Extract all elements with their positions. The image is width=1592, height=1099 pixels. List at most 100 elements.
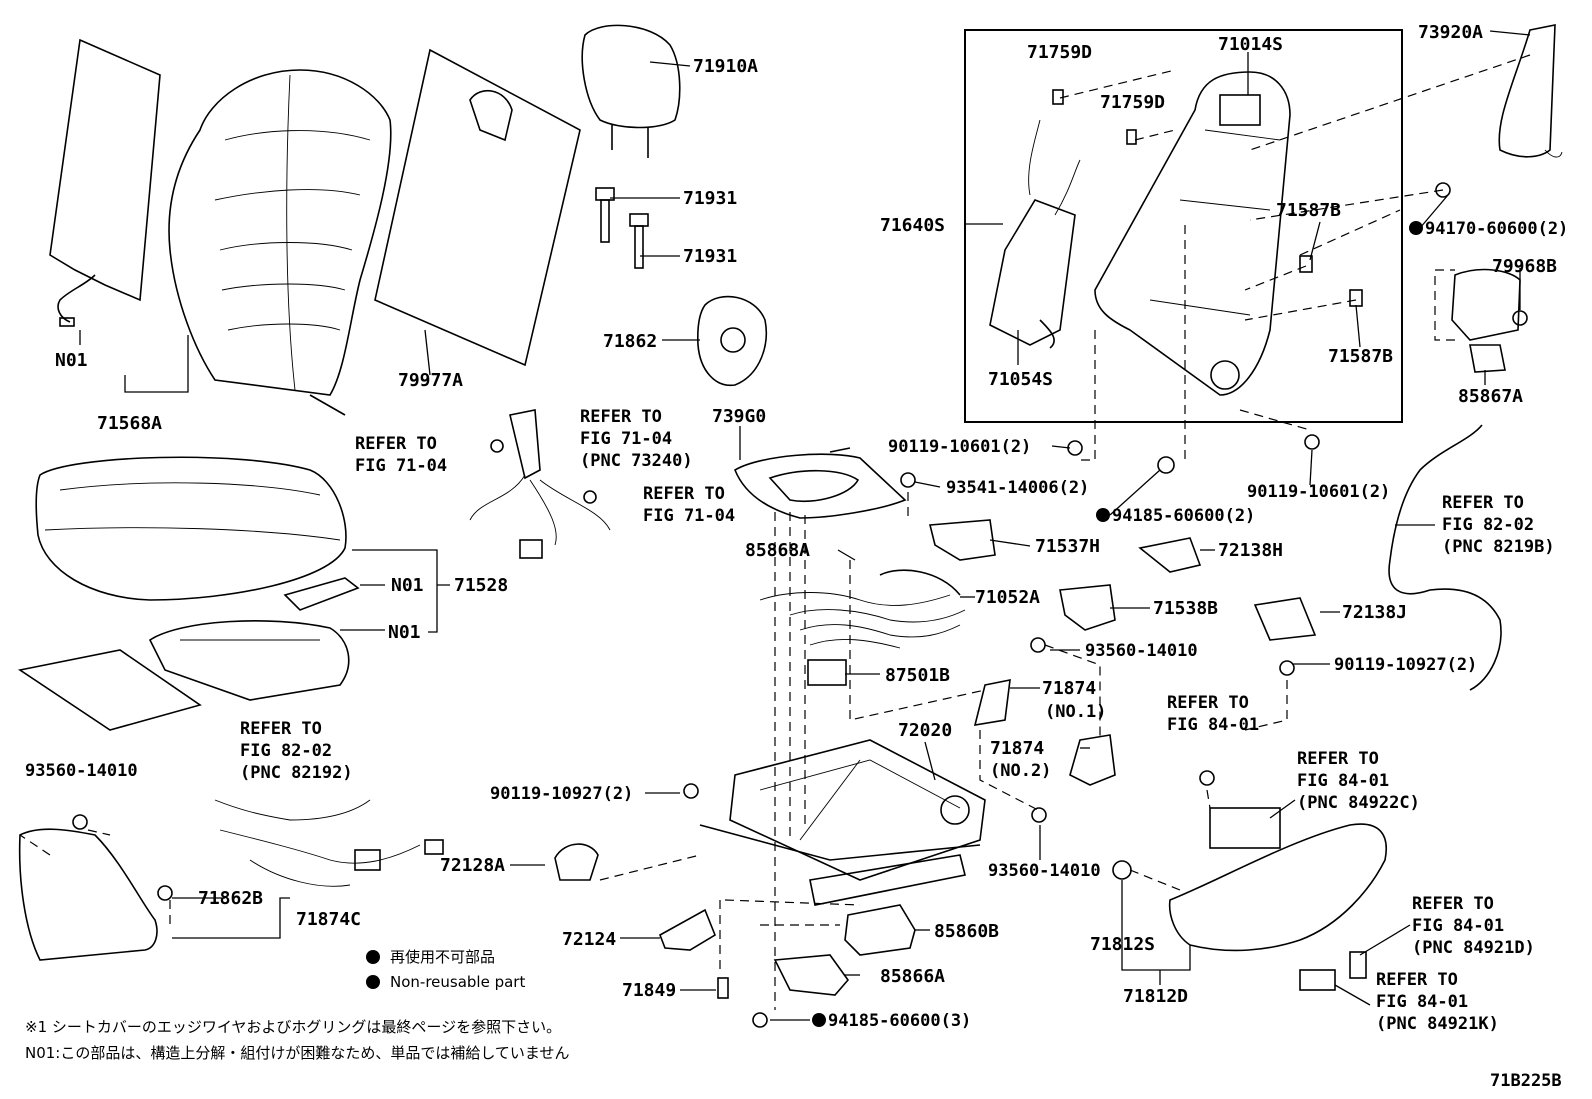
label-72138H: 72138H [1218, 540, 1283, 561]
legend-dot-jp [366, 950, 380, 964]
label-71014S: 71014S [1218, 34, 1283, 55]
harness-upper-drawing [469, 409, 611, 559]
headrest-support-drawing [595, 187, 649, 269]
non-reusable-dot-94185-2 [1096, 508, 1110, 522]
legend-jp: 再使用不可部品 [390, 948, 495, 966]
side-shield-71874C-drawing [18, 828, 158, 961]
seat-adjuster-drawing [699, 739, 986, 906]
refer-84-01-84922C: REFER TO FIG 84-01 (PNC 84922C) [1297, 749, 1420, 813]
label-85868A: 85868A [745, 540, 810, 561]
label-93560-mid: 93560-14010 [1085, 641, 1198, 661]
lumbar-drawing [989, 119, 1081, 349]
label-72128A: 72128A [440, 855, 505, 876]
cushion-pad-drawing [17, 577, 360, 731]
label-71812D: 71812D [1123, 986, 1188, 1007]
label-n01-b: N01 [388, 622, 421, 643]
bolt-93560-mid-drawing [1030, 637, 1046, 653]
label-71537H: 71537H [1035, 536, 1100, 557]
bracket-71874-2-drawing [1069, 734, 1116, 786]
non-reusable-dot-94170 [1409, 221, 1423, 235]
side-cover-73920A-drawing [1498, 24, 1563, 158]
label-87501B: 87501B [885, 665, 950, 686]
switch-84922C-drawing [1209, 807, 1281, 849]
bolt-84-01-drawing [1199, 770, 1215, 786]
label-93560-left: 93560-14010 [25, 761, 138, 781]
bracket-71537H-drawing [928, 519, 996, 561]
label-71812S: 71812S [1090, 934, 1155, 955]
back-board-drawing [374, 48, 581, 367]
legend-dot-en [366, 975, 380, 989]
label-739G0: 739G0 [712, 406, 766, 427]
label-71862: 71862 [603, 331, 657, 352]
back-frame-group-box [964, 29, 1403, 423]
label-85860B: 85860B [934, 921, 999, 942]
label-90119-10927-left: 90119-10927(2) [490, 784, 633, 804]
refer-84-01-upper: REFER TO FIG 84-01 [1167, 693, 1259, 735]
legend-en: Non-reusable part [390, 973, 525, 991]
clip-93560-left-drawing [72, 814, 88, 830]
label-71640S: 71640S [880, 215, 945, 236]
clip-71587B-b-drawing [1349, 289, 1363, 307]
harness-82192-drawing [214, 799, 444, 887]
label-72138J: 72138J [1342, 602, 1407, 623]
seat-cushion-drawing [35, 456, 347, 601]
refer-84-01-84921D: REFER TO FIG 84-01 (PNC 84921D) [1412, 894, 1535, 958]
label-79977A: 79977A [398, 370, 463, 391]
clip-71862B-drawing [157, 885, 173, 901]
label-71568A: 71568A [97, 413, 162, 434]
bracket-71538B-drawing [1059, 584, 1116, 631]
label-94185-2: 94185-60600(2) [1112, 506, 1255, 526]
harness-8219B-drawing [1388, 424, 1502, 691]
bolt-90119-10601-l-drawing [1067, 440, 1083, 456]
seatback-cover-drawing [168, 69, 392, 416]
switch-85867A-drawing [1451, 268, 1521, 373]
label-71759D-b: 71759D [1100, 92, 1165, 113]
label-71931-b: 71931 [683, 246, 737, 267]
bracket-71874-1-drawing [973, 678, 1011, 726]
cover-72124-drawing [659, 908, 716, 951]
label-93560-bottom: 93560-14010 [988, 861, 1101, 881]
knob-84921K-drawing [1299, 969, 1336, 991]
label-79968B: 79968B [1492, 256, 1557, 277]
figure-id: 71B225B [1490, 1071, 1562, 1091]
bracket-72138H-drawing [1138, 537, 1202, 573]
label-n01-a: N01 [391, 575, 424, 596]
cover-72128A-drawing [554, 843, 599, 881]
seat-spring-drawing [759, 569, 966, 649]
motor-85860B-drawing [844, 904, 916, 956]
label-72124: 72124 [562, 929, 616, 950]
legend: 再使用不可部品 Non-reusable part [366, 948, 525, 991]
nut-94185-2-drawing [1157, 456, 1175, 474]
clip-71587B-a-drawing [1299, 255, 1313, 273]
label-n01-back: N01 [55, 350, 88, 371]
label-94170: 94170-60600(2) [1425, 219, 1568, 239]
clip-79968B-drawing [1512, 310, 1528, 326]
nut-94185-3-drawing [752, 1012, 768, 1028]
label-90119-10601-left: 90119-10601(2) [888, 437, 1031, 457]
knob-84921D-drawing [1349, 951, 1367, 979]
label-94185-3: 94185-60600(3) [828, 1011, 971, 1031]
bolt-90119-10927-l-drawing [683, 783, 699, 799]
bracket-72138J-drawing [1253, 597, 1317, 641]
non-reusable-markers [812, 221, 1423, 1027]
refer-labels: REFER TO FIG 71-04 REFER TO FIG 71-04 (P… [240, 407, 1555, 1034]
label-71874-no1-sub: (NO.1) [1045, 702, 1106, 722]
recliner-cover-drawing [697, 295, 767, 387]
clip-71759D-b-drawing [1126, 129, 1137, 145]
side-shield-71812-drawing [1168, 823, 1387, 952]
assembly-dash-lines [19, 54, 1531, 1010]
bolt-90119-10927-r-drawing [1279, 660, 1295, 676]
label-71538B: 71538B [1153, 598, 1218, 619]
label-85867A: 85867A [1458, 386, 1523, 407]
label-71931-a: 71931 [683, 188, 737, 209]
label-85866A: 85866A [880, 966, 945, 987]
refer-71-04-73240: REFER TO FIG 71-04 (PNC 73240) [580, 407, 693, 471]
label-71910A: 71910A [693, 56, 758, 77]
label-72020: 72020 [898, 720, 952, 741]
footnote-1: ※1 シートカバーのエッジワイヤおよびホグリングは最終ページを参照下さい。 [25, 1018, 561, 1036]
headrest-drawing [581, 24, 681, 158]
bolt-90119-10601-r-drawing [1304, 434, 1320, 450]
label-71587B-b: 71587B [1328, 346, 1393, 367]
bolt-93541-drawing [900, 472, 916, 488]
bolt-93560-bot-drawing [1031, 807, 1047, 823]
